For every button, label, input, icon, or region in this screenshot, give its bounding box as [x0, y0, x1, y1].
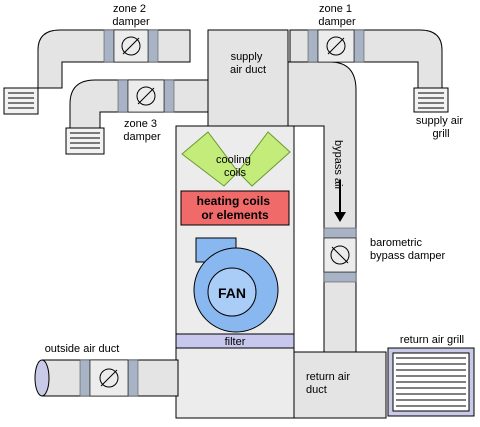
outside-air-damper	[79, 359, 139, 397]
bypass-air-label: bypass air	[332, 140, 344, 190]
zone-2-grill-icon	[3, 87, 39, 115]
return-air-grill-label: return air grill	[400, 334, 464, 346]
arrow-down-icon	[334, 180, 346, 222]
zone-2-damper	[103, 29, 159, 63]
fan-icon	[193, 237, 279, 333]
return-air-duct-label: return air duct	[306, 371, 353, 396]
outside-air-opening	[34, 359, 50, 397]
supply-air-duct-label: supply air duct	[230, 51, 266, 76]
supply-air-grill-icon	[413, 87, 449, 113]
filter-label: filter	[225, 336, 246, 348]
zone-3-damper	[117, 79, 175, 113]
fan-label: FAN	[218, 285, 246, 301]
return-air-duct	[293, 351, 387, 419]
return-air-grill-icon	[387, 347, 475, 417]
zone-3-grill-icon	[65, 127, 105, 155]
filter-strip	[175, 333, 295, 349]
zone-3-damper-label: zone 3 damper	[123, 118, 161, 143]
barometric-bypass-damper-label: barometric bypass damper	[370, 237, 446, 262]
barometric-bypass-damper	[323, 227, 357, 283]
heating-coils-box	[180, 190, 290, 226]
supply-air-grill-label: supply air grill	[416, 115, 466, 140]
supply-air-duct	[207, 29, 289, 127]
heating-coils-label: heating coils or elements	[197, 194, 274, 222]
zone-2-damper-label: zone 2 damper	[112, 3, 150, 28]
cooling-coils-label: cooling coils	[216, 154, 254, 179]
cooling-coils	[181, 131, 291, 187]
zone-1-damper-label: zone 1 damper	[318, 3, 356, 28]
outside-air-duct-label: outside air duct	[45, 343, 120, 355]
zone-1-damper	[307, 29, 365, 63]
